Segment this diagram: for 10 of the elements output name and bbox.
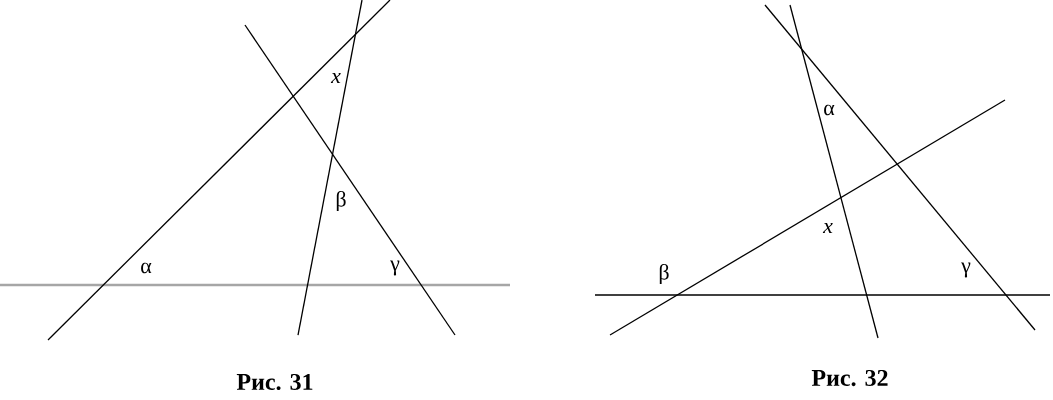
angle-label: x: [330, 72, 341, 84]
angle-label: x: [822, 222, 833, 234]
angle-label: β: [659, 263, 669, 285]
angle-label: β: [336, 190, 346, 212]
angle-label: α: [824, 104, 835, 116]
angle-label: α: [141, 262, 152, 274]
angle-label: γ: [961, 262, 971, 278]
angle-label: γ: [390, 260, 400, 276]
figure-caption: Рис. 32: [811, 369, 888, 387]
figure-caption: Рис. 31: [236, 373, 313, 391]
